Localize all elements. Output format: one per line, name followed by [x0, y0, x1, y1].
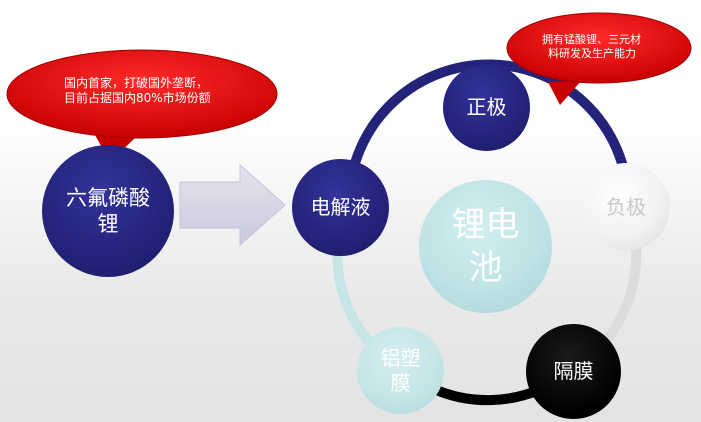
- center-node-line-2: 池: [468, 247, 503, 288]
- left-callout-text: 国内首家，打破国外垄断， 目前占据国内80%市场份额: [64, 76, 239, 106]
- electrolyte-node: 电解液: [292, 159, 389, 256]
- anode-label: 负极: [606, 194, 646, 219]
- left-callout-line-1: 国内首家，打破国外垄断，: [64, 76, 209, 90]
- left-callout-bubble: [6, 49, 278, 162]
- electrolyte-label: 电解液: [310, 195, 371, 219]
- separator-node: 隔膜: [526, 324, 621, 419]
- flow-arrow: [179, 163, 286, 247]
- lithium-hexafluorophosphate-node: 六氟磷酸 锂: [42, 145, 174, 277]
- aluminum-plastic-film-node: 铝塑 膜: [357, 327, 444, 414]
- right-callout-text: 拥有锰酸锂、三元材 料研发及生产能力: [542, 33, 662, 61]
- cathode-label: 正极: [466, 95, 507, 119]
- right-callout-bubble: [506, 12, 692, 105]
- left-callout-line-2: 目前占据国内80%市场份额: [64, 91, 211, 105]
- right-callout-line-1: 拥有锰酸锂、三元材: [542, 33, 641, 46]
- left-node-line-1: 六氟磷酸: [66, 185, 150, 210]
- center-node-line-1: 锂电: [451, 205, 520, 245]
- pouch-line-1: 铝塑: [380, 345, 421, 370]
- cathode-node: 正极: [443, 64, 530, 151]
- right-callout-line-2: 料研发及生产能力: [548, 47, 636, 60]
- pouch-line-2: 膜: [390, 370, 411, 395]
- left-node-line-2: 锂: [97, 212, 119, 236]
- separator-label: 隔膜: [553, 359, 594, 383]
- lithium-battery-center-node: 锂电 池: [419, 180, 552, 313]
- anode-node: 负极: [582, 163, 670, 251]
